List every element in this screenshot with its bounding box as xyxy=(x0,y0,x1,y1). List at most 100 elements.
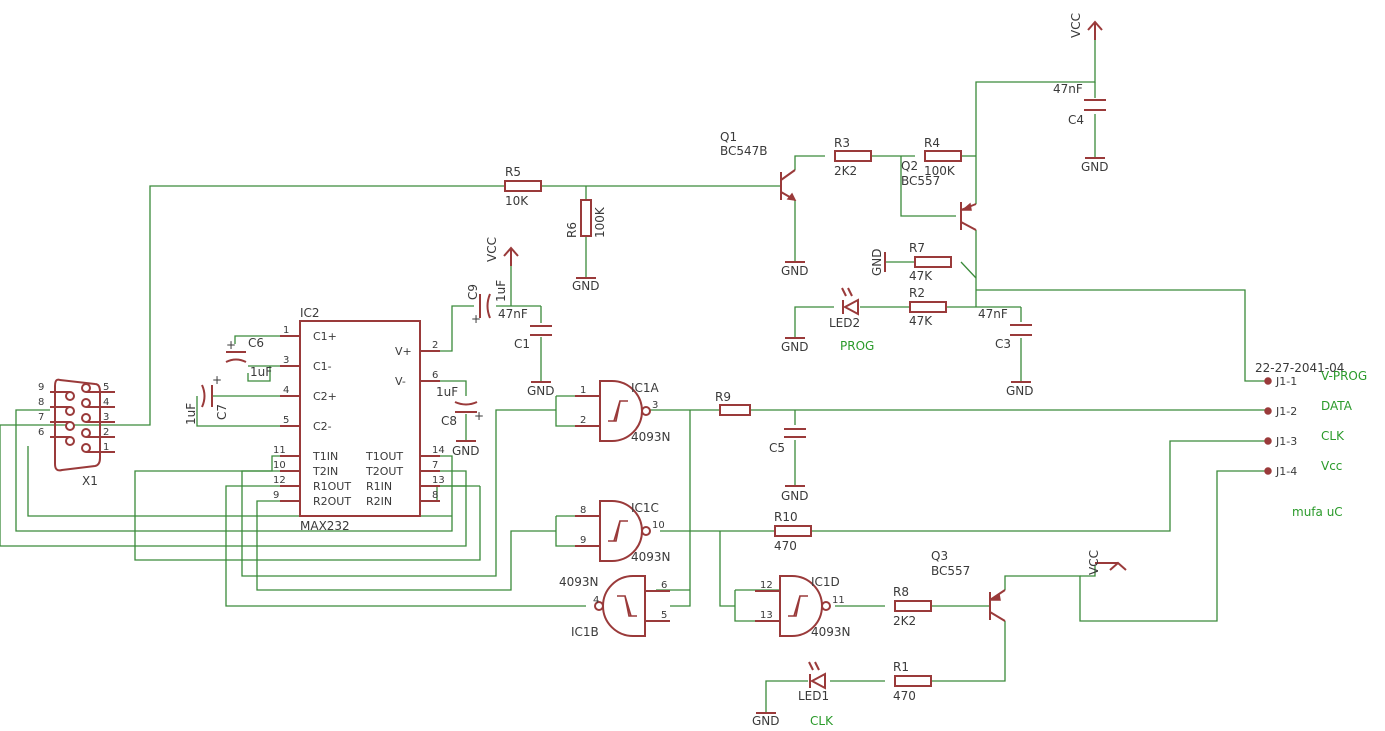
gate-pin: 8 xyxy=(580,505,586,516)
j1-caption: mufa uC xyxy=(1292,505,1343,519)
vcc-symbol-q3: VCC xyxy=(1087,550,1127,575)
svg-text:R3: R3 xyxy=(834,136,850,150)
ic2-pin-name: C1- xyxy=(313,360,332,373)
svg-text:GND: GND xyxy=(572,279,600,293)
resistor-r9: R9 xyxy=(715,390,751,416)
ic2-pin-num: 7 xyxy=(432,460,438,471)
ic2-pin-num: 4 xyxy=(283,385,289,396)
svg-text:C7: C7 xyxy=(215,404,229,420)
svg-text:47nF: 47nF xyxy=(978,307,1008,321)
q2-value: BC557 xyxy=(901,174,940,188)
svg-text:C4: C4 xyxy=(1068,113,1084,127)
svg-text:47nF: 47nF xyxy=(1053,82,1083,96)
svg-text:GND: GND xyxy=(781,340,809,354)
gnd-symbol-c4: GND xyxy=(1081,157,1109,174)
gnd-symbol-q1: GND xyxy=(781,261,809,278)
gate-type: 4093N xyxy=(559,575,599,589)
j1-pin-num: J1-3 xyxy=(1275,435,1297,448)
gate-pin: 9 xyxy=(580,535,586,546)
gnd-symbol-led1: GND xyxy=(752,712,780,728)
ic2-pin-num: 6 xyxy=(432,370,438,381)
ic2-pin-num: 14 xyxy=(432,445,445,456)
transistor-q2: Q2 BC557 xyxy=(901,159,977,231)
ic2-pin-name: T1OUT xyxy=(365,450,403,463)
ic2-pin-name: V- xyxy=(395,375,406,388)
gate-pin: 12 xyxy=(760,580,773,591)
gnd-symbol-c3: GND xyxy=(1006,381,1034,398)
svg-text:+: + xyxy=(474,409,484,423)
svg-text:GND: GND xyxy=(1006,384,1034,398)
svg-text:GND: GND xyxy=(452,444,480,458)
svg-text:VCC: VCC xyxy=(1069,13,1083,38)
gate-ref: IC1D xyxy=(811,575,840,589)
j1-pin-num: J1-2 xyxy=(1275,405,1297,418)
svg-text:GND: GND xyxy=(527,384,555,398)
ic2-pin-num: 13 xyxy=(432,475,445,486)
x1-pin-num: 4 xyxy=(103,397,109,408)
svg-text:GND: GND xyxy=(752,714,780,728)
j1-pin-num: J1-1 xyxy=(1275,375,1297,388)
svg-text:47K: 47K xyxy=(909,314,933,328)
x1-pin-num: 6 xyxy=(38,427,44,438)
x1-ref: X1 xyxy=(82,474,98,488)
gnd-symbol-c1: GND xyxy=(527,381,555,398)
j1-pin-label: CLK xyxy=(1321,429,1345,443)
ic2-pin-name: C2+ xyxy=(313,390,337,403)
x1-pin-num: 5 xyxy=(103,382,109,393)
ic2-pin-num: 12 xyxy=(273,475,286,486)
led2-ref: LED2 xyxy=(829,316,860,330)
ic2-pin-num: 3 xyxy=(283,355,289,366)
gate-pin: 2 xyxy=(580,415,586,426)
ic2-ref: IC2 xyxy=(300,306,320,320)
gnd-symbol-c8: GND xyxy=(452,440,480,458)
svg-text:R6: R6 xyxy=(565,222,579,238)
q1-ref: Q1 xyxy=(720,130,737,144)
gnd-symbol-led2: GND xyxy=(781,337,809,354)
svg-text:47K: 47K xyxy=(909,269,933,283)
ic2-pin-num: 1 xyxy=(283,325,289,336)
x1-pin-num: 2 xyxy=(103,427,109,438)
transistor-q1: Q1 BC547B xyxy=(720,130,797,201)
ic2-pin-name: T1IN xyxy=(312,450,338,463)
led1-label: CLK xyxy=(810,714,834,728)
svg-text:100K: 100K xyxy=(593,206,607,238)
ic2-pin-name: R1IN xyxy=(366,480,392,493)
ic2-pin-name: V+ xyxy=(395,345,412,358)
svg-text:GND: GND xyxy=(1081,160,1109,174)
j1-pin-4 xyxy=(1264,467,1272,475)
gate-type: 4093N xyxy=(631,550,671,564)
svg-text:C8: C8 xyxy=(441,414,457,428)
svg-text:+: + xyxy=(226,338,236,352)
led-led1: LED1 CLK xyxy=(798,661,834,728)
x1-pin-num: 1 xyxy=(103,442,109,453)
svg-text:47nF: 47nF xyxy=(498,307,528,321)
svg-text:470: 470 xyxy=(774,539,797,553)
nand-gates: 123IC1A4093N8910IC1C4093N121311IC1D4093N… xyxy=(559,380,851,639)
svg-text:C1: C1 xyxy=(514,337,530,351)
capacitor-c1: 47nF C1 xyxy=(498,307,552,351)
led-led2: LED2 PROG xyxy=(829,287,874,353)
ic2-pin-name: T2IN xyxy=(312,465,338,478)
gate-pin: 10 xyxy=(652,520,665,531)
ic2-value: MAX232 xyxy=(300,519,350,533)
j1-pin-label: Vcc xyxy=(1321,459,1342,473)
j1-pin-label: DATA xyxy=(1321,399,1353,413)
q1-value: BC547B xyxy=(720,144,768,158)
svg-text:+: + xyxy=(471,312,481,326)
q3-value: BC557 xyxy=(931,564,970,578)
svg-text:GND: GND xyxy=(781,264,809,278)
ic2-pin-num: 2 xyxy=(432,340,438,351)
j1-pin-label: V-PROG xyxy=(1321,369,1367,383)
j1-pin-3 xyxy=(1264,437,1272,445)
